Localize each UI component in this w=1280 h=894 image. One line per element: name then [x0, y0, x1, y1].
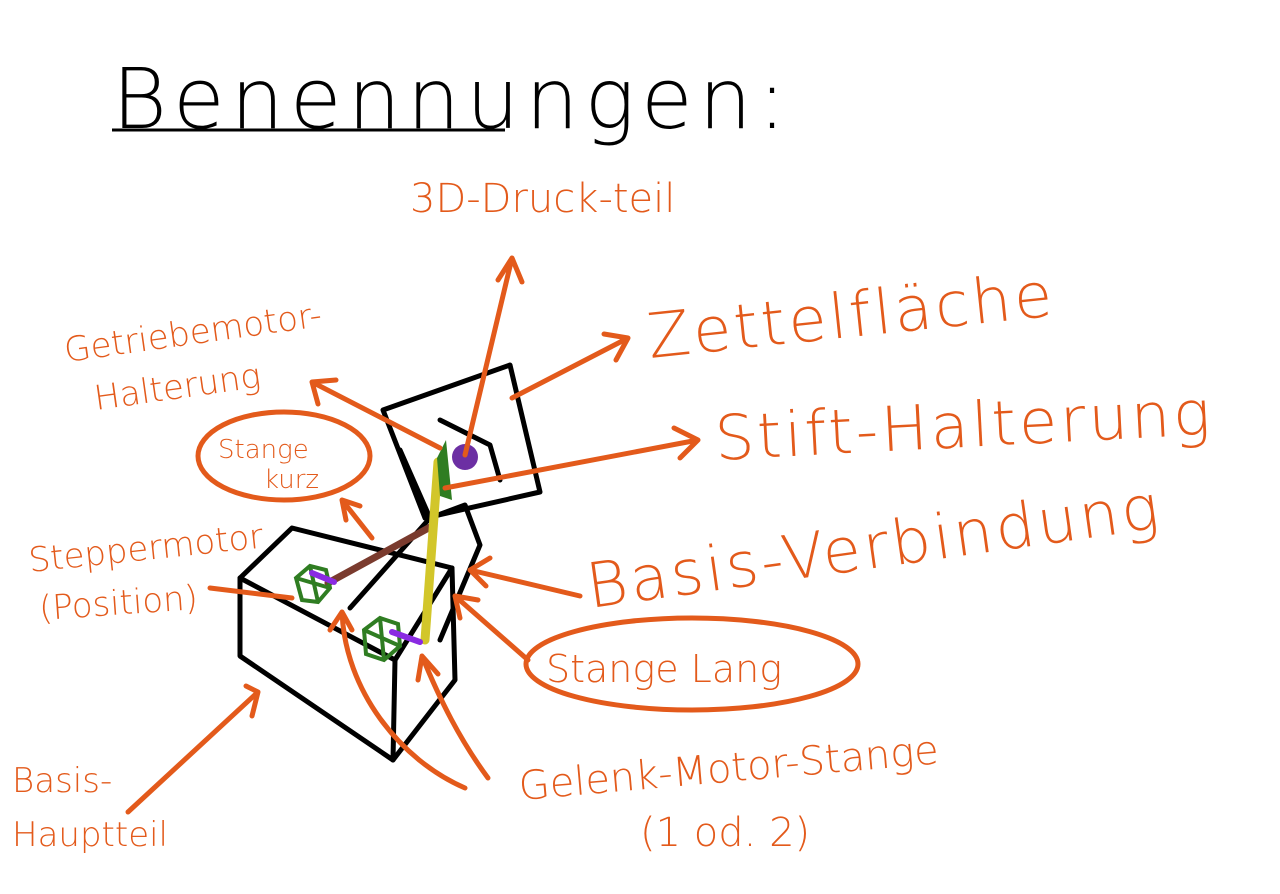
- arrow-rod-short: [339, 497, 375, 541]
- arrow-joint-2: [415, 653, 491, 781]
- label-base-main-1: Basis-: [12, 761, 112, 801]
- label-pen-mount: Stift-Halterung: [713, 376, 1215, 475]
- gear-joint-motor: [361, 615, 403, 663]
- label-base-main-2: Hauptteil: [12, 815, 168, 855]
- rod-long: [420, 457, 443, 645]
- arrow-stepper: [207, 585, 295, 601]
- title: Benennungen:: [112, 50, 792, 148]
- annotation-arrows: [125, 255, 701, 815]
- connector-joint: [389, 629, 423, 645]
- label-joint-motor-rod-1: Gelenk-Motor-Stange: [517, 727, 941, 810]
- label-rod-short-1: Stange: [218, 435, 309, 465]
- arrow-pen-mount: [442, 425, 701, 491]
- connector-stepper: [309, 570, 337, 585]
- arrow-gearmotor-mount: [309, 377, 443, 451]
- arrow-base-connection: [467, 555, 583, 599]
- label-gearmotor-mount-2: Halterung: [92, 356, 264, 419]
- note-area-panel: [380, 362, 543, 521]
- arrow-note-area: [509, 331, 631, 401]
- label-stepper-1: Steppermotor: [27, 517, 265, 581]
- ellipse-rod-long: [523, 615, 861, 713]
- label-gearmotor-mount-1: Getriebemotor-: [62, 295, 325, 371]
- label-rod-long: Stange Lang: [546, 647, 782, 691]
- label-note-area: Zettelfläche: [644, 258, 1059, 373]
- rod-short: [324, 521, 438, 587]
- arrow-base-main: [125, 683, 261, 815]
- label-rod-short-2: kurz: [264, 465, 319, 495]
- label-base-connection: Basis-Verbindung: [582, 470, 1166, 623]
- arrow-print-part: [462, 255, 525, 458]
- label-joint-motor-rod-2: (1 od. 2): [640, 810, 810, 856]
- label-print-part: 3D-Druck-teil: [410, 176, 675, 222]
- label-stepper-2: (Position): [38, 578, 199, 629]
- arrow-joint-1: [327, 609, 468, 791]
- ellipse-rod-short: [195, 409, 373, 503]
- arrow-rod-long: [452, 593, 531, 663]
